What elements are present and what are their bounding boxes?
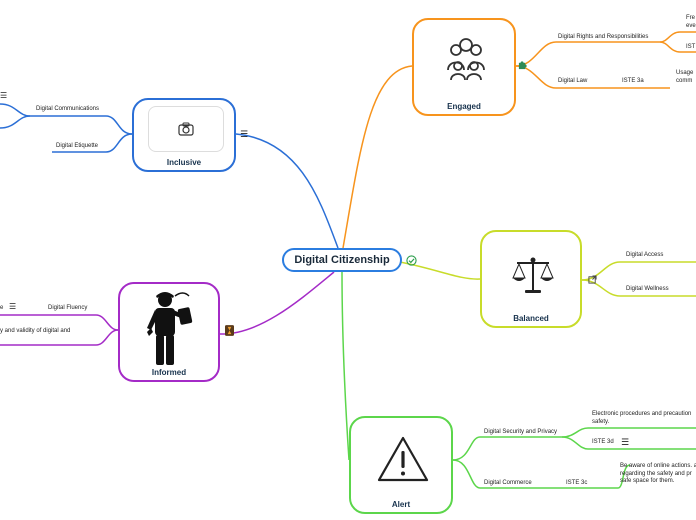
check-circle-icon[interactable] (406, 255, 417, 266)
scales-icon (508, 250, 558, 300)
branch-fluency-detail[interactable]: y and validity of digital and (0, 328, 71, 334)
branch-digital-communications[interactable]: Digital Communications (36, 106, 100, 112)
topic-engaged-title: Engaged (447, 102, 481, 111)
topic-inclusive[interactable]: Inclusive (132, 98, 236, 172)
puzzle-icon[interactable] (518, 61, 527, 70)
branch-digital-commerce[interactable]: Digital Commerce (484, 480, 532, 486)
central-topic[interactable]: Digital Citizenship (282, 248, 402, 272)
branch-commerce-detail[interactable]: Be aware of online actions. a regarding … (620, 463, 696, 484)
person-with-tablet-icon (142, 288, 200, 368)
link-icon[interactable] (588, 275, 597, 284)
notes-icon[interactable]: ☰ (9, 302, 17, 311)
image-placeholder (148, 106, 224, 152)
branch-digital-law[interactable]: Digital Law (558, 78, 588, 84)
notes-icon[interactable]: ☰ (0, 91, 8, 100)
branch-fluency-edge[interactable]: e (0, 305, 4, 311)
branch-commerce-iste[interactable]: ISTE 3c (566, 480, 588, 486)
branch-rights-iste[interactable]: IST (686, 44, 696, 50)
warning-icon (375, 432, 431, 486)
branch-digital-rights[interactable]: Digital Rights and Responsibilities (558, 34, 649, 40)
notes-icon[interactable]: ☰ (621, 437, 630, 447)
topic-balanced[interactable]: Balanced (480, 230, 582, 328)
topic-informed[interactable]: Informed (118, 282, 220, 382)
notes-icon[interactable]: ☰ (240, 129, 249, 139)
branch-rights-detail[interactable]: Fre eve (686, 15, 696, 29)
branch-digital-wellness[interactable]: Digital Wellness (626, 286, 669, 292)
camera-icon (178, 122, 194, 136)
topic-alert[interactable]: Alert (349, 416, 453, 514)
branch-law-detail[interactable]: Usage comm (676, 70, 694, 84)
central-topic-label: Digital Citizenship (294, 254, 390, 266)
topic-inclusive-title: Inclusive (166, 158, 202, 167)
topic-informed-title: Informed (151, 368, 187, 377)
branch-digital-security[interactable]: Digital Security and Privacy (484, 429, 558, 435)
topic-balanced-title: Balanced (513, 314, 549, 323)
branch-security-detail[interactable]: Electronic procedures and precaution saf… (592, 411, 692, 425)
topic-engaged[interactable]: Engaged (412, 18, 516, 116)
hourglass-icon[interactable] (225, 325, 234, 336)
branch-security-iste[interactable]: ISTE 3d (592, 439, 614, 445)
branch-digital-access[interactable]: Digital Access (626, 252, 664, 258)
branch-digital-fluency[interactable]: Digital Fluency (48, 305, 88, 311)
branch-law-iste[interactable]: ISTE 3a (622, 78, 644, 84)
topic-alert-title: Alert (391, 500, 411, 509)
branch-digital-etiquette[interactable]: Digital Etiquette (56, 143, 99, 149)
people-group-icon (438, 32, 494, 86)
